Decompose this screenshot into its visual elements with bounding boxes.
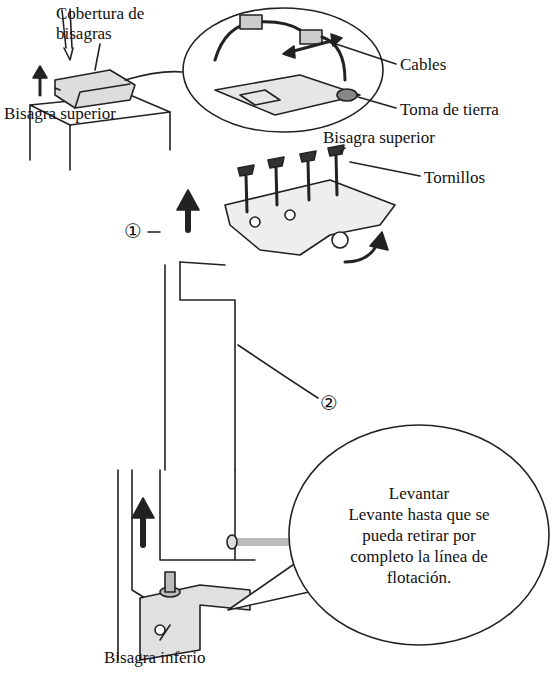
part-label: Tornillos [424, 168, 485, 188]
part-label: Bisagra inferio [104, 648, 206, 668]
speech-bubble: LevantarLevante hasta que se pueda retir… [288, 424, 550, 646]
part-label: Bisagra superior [4, 104, 116, 124]
part-label: Bisagra superior [323, 128, 435, 148]
bubble-heading: Levantar [330, 483, 508, 504]
part-label: Toma de tierra [400, 100, 499, 120]
part-label: Cables [400, 55, 446, 75]
callout-number: ② [320, 392, 338, 414]
bubble-note: Levante hasta que se pueda retirar por c… [330, 504, 508, 588]
callout-number: ① [124, 220, 142, 242]
part-label: Cobertura de bisagras [56, 4, 168, 44]
